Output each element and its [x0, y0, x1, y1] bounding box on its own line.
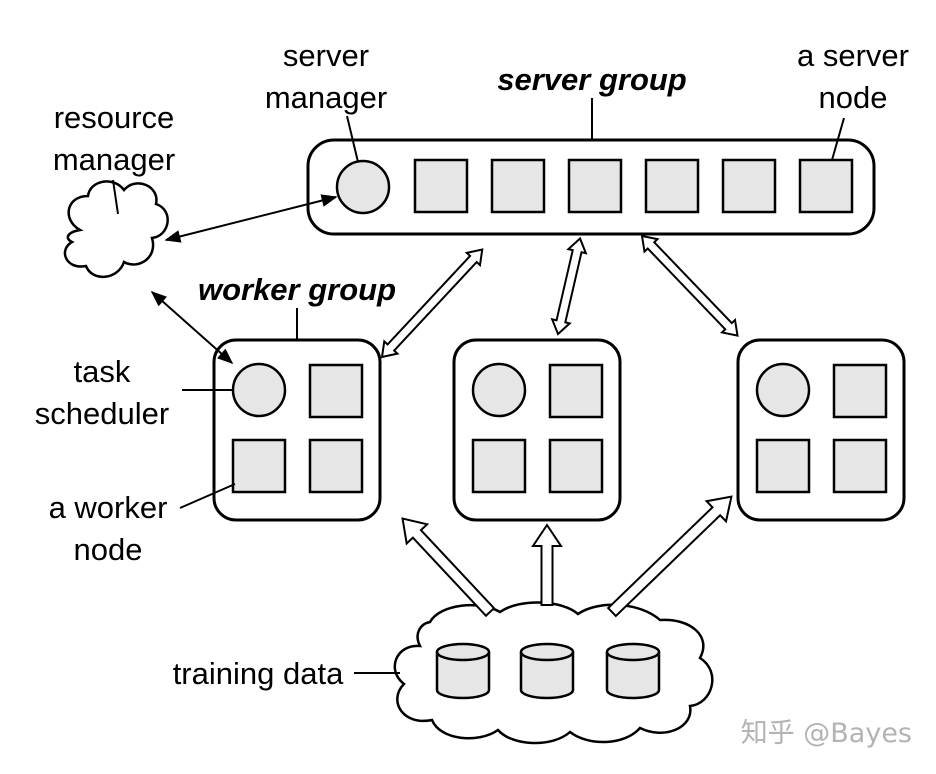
worker-node	[471, 438, 527, 494]
label-worker-node: a worker	[49, 490, 168, 525]
server-worker-double-arrow	[550, 236, 588, 336]
label-server-node: node	[819, 80, 888, 115]
worker-node	[308, 438, 364, 494]
data-worker-arrow	[401, 517, 496, 618]
database-icon	[605, 642, 661, 700]
label-worker-group: worker group	[198, 272, 396, 307]
data-worker-arrow	[531, 523, 563, 606]
label-training-data: training data	[173, 656, 344, 691]
label-worker-node: node	[74, 532, 143, 567]
task-scheduler-node	[471, 362, 527, 418]
worker-group-left	[212, 338, 382, 522]
label-server-group: server group	[497, 62, 687, 97]
server-group	[306, 138, 876, 236]
resource-server-arrow	[164, 194, 338, 243]
label-server-node: a server	[797, 38, 909, 73]
data-worker-arrow	[606, 495, 733, 618]
worker-group-middle	[452, 338, 622, 522]
server-manager-node	[335, 159, 391, 215]
label-task-scheduler: task	[74, 354, 131, 389]
worker-node	[832, 438, 888, 494]
database-icon	[519, 642, 575, 700]
worker-node	[755, 438, 811, 494]
worker-group-right	[736, 338, 906, 522]
server-node	[413, 158, 469, 214]
server-node	[567, 158, 623, 214]
server-worker-double-arrow	[640, 234, 739, 337]
task-scheduler-node	[231, 362, 287, 418]
resource-worker-arrow	[150, 290, 234, 365]
watermark: 知乎 @Bayes	[741, 718, 912, 749]
leader-server-node	[831, 117, 845, 161]
label-task-scheduler: scheduler	[35, 396, 169, 431]
label-resource-manager: manager	[53, 142, 175, 177]
label-server-manager: manager	[265, 80, 387, 115]
task-scheduler-node	[755, 362, 811, 418]
leader-worker-node	[179, 483, 236, 509]
worker-node	[231, 438, 287, 494]
server-node	[721, 158, 777, 214]
worker-node	[832, 363, 888, 419]
leader-resource-manager	[112, 179, 119, 215]
server-node	[798, 158, 854, 214]
server-worker-double-arrow	[380, 248, 484, 359]
label-resource-manager: resource	[54, 100, 175, 135]
resource-manager-cloud	[63, 180, 169, 278]
database-icons	[435, 642, 661, 700]
server-node	[490, 158, 546, 214]
database-icon	[435, 642, 491, 700]
worker-node	[308, 363, 364, 419]
leader-server-manager	[346, 115, 359, 163]
worker-node	[548, 363, 604, 419]
worker-node	[548, 438, 604, 494]
server-node	[644, 158, 700, 214]
label-server-manager: server	[283, 38, 369, 73]
